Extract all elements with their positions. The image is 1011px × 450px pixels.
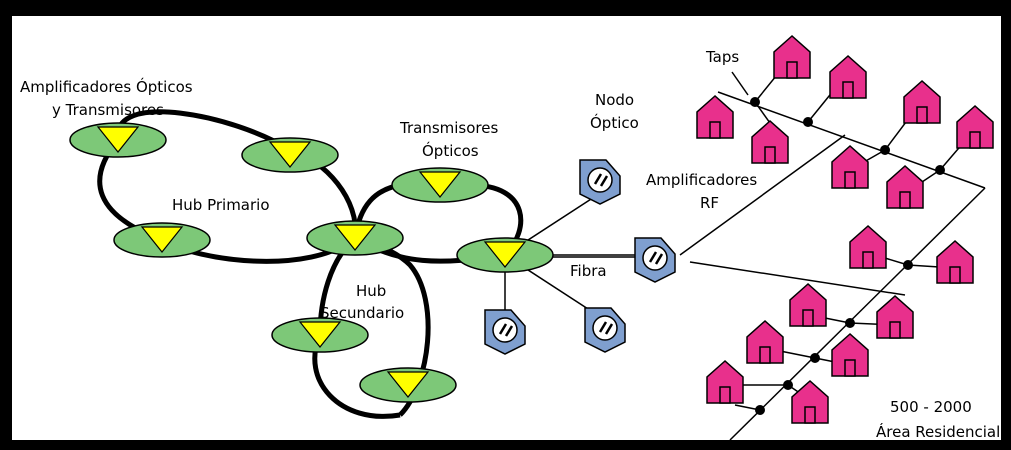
hub-primary-bottom — [113, 222, 211, 258]
label-area: Área Residencial — [876, 422, 1000, 441]
label-tx-opt-line2: Ópticos — [422, 141, 479, 160]
label-amp-tx-line2: y Transmisores — [52, 101, 164, 119]
label-hub-primario: Hub Primario — [172, 196, 270, 214]
taps — [750, 97, 945, 415]
label-amp-rf-line2: RF — [700, 194, 719, 212]
label-tx-opt-line1: Transmisores — [399, 119, 498, 137]
hub-secondary-right — [456, 237, 554, 273]
label-nodo-line1: Nodo — [595, 91, 634, 109]
hub-secondary-left — [271, 317, 369, 353]
label-taps: Taps — [705, 48, 739, 66]
label-amp-tx-line1: Amplificadores Ópticos — [20, 77, 193, 96]
label-hub-sec-line2: Secundario — [320, 304, 404, 322]
label-nodo-line2: Óptico — [590, 113, 639, 132]
hub-optical-tx — [391, 167, 489, 203]
hub-amp-tx — [69, 122, 167, 158]
hub-center — [306, 220, 404, 256]
label-amp-rf-line1: Amplificadores — [646, 171, 757, 189]
taps-pointer — [731, 71, 749, 96]
label-count: 500 - 2000 — [890, 398, 972, 416]
hub-primary-top — [241, 137, 339, 173]
label-hub-sec-line1: Hub — [356, 282, 386, 300]
hub-secondary-bottom — [359, 367, 457, 403]
label-fibra: Fibra — [570, 262, 607, 280]
